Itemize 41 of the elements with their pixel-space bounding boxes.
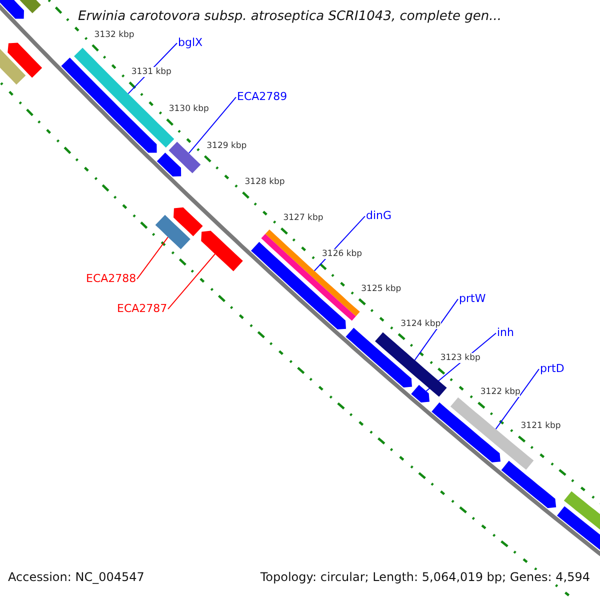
info-text: Topology: circular; Length: 5,064,019 bp; Genes: 4,594 [260, 570, 590, 584]
gene-label: prtW [459, 292, 486, 306]
scale-label: 3129 kbp [206, 140, 247, 151]
scale-label: 3132 kbp [94, 30, 134, 40]
scale-label: 3130 kbp [168, 104, 209, 114]
scale-label: 3125 kbp [361, 284, 402, 294]
gene-feature [61, 58, 157, 153]
gene-feature [432, 402, 500, 462]
leader-line [136, 236, 168, 280]
gene-feature [251, 242, 346, 330]
gene-feature [346, 328, 412, 388]
leader-line [495, 368, 540, 430]
gene-label: ECA2789 [237, 90, 288, 104]
scale-label: 3122 kbp [480, 387, 520, 398]
gene-feature [174, 207, 203, 236]
scale-label: 3128 kbp [244, 177, 285, 188]
gene-feature [0, 0, 24, 19]
gene-label: bglX [178, 36, 203, 50]
gene-label: prtD [540, 362, 564, 376]
title: Erwinia carotovora subsp. atroseptica SCRI1043, complete gen... [78, 9, 502, 25]
gene-label: ECA2788 [86, 272, 136, 286]
leader-line [168, 254, 216, 310]
gene-feature [155, 214, 190, 250]
gene-label: dinG [366, 209, 392, 222]
scale-label: 3124 kbp [400, 318, 441, 329]
gene-feature [8, 42, 42, 78]
leader-line [414, 298, 458, 361]
scale-label: 3123 kbp [440, 353, 480, 364]
scale-label: 3121 kbp [520, 421, 561, 432]
gene-feature [411, 384, 430, 402]
scale-label: 3127 kbp [283, 213, 324, 224]
gene-feature [201, 230, 243, 272]
gene-label: inh [497, 326, 514, 340]
gene-feature [168, 142, 201, 174]
scale-label: 3131 kbp [131, 67, 172, 78]
scale-label: 3126 kbp [322, 248, 362, 259]
gene-feature [156, 152, 182, 176]
info-text: Accession: NC_004547 [8, 570, 144, 584]
leader-line [188, 96, 236, 154]
gene-label: ECA2787 [117, 302, 168, 316]
gene-feature [501, 460, 556, 508]
